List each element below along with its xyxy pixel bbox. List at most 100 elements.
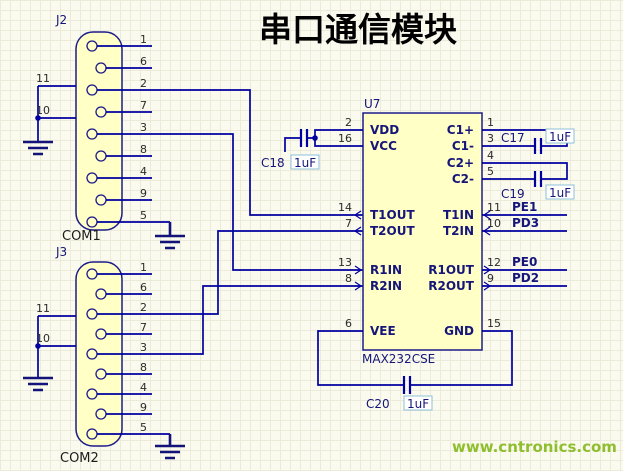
value-box (290, 154, 320, 170)
capacitor-c17: C17 1uF (482, 128, 575, 154)
pin-number: 6 (140, 55, 147, 68)
pin-number: 11 (36, 302, 50, 315)
pin-number: 1 (140, 33, 147, 46)
ic-pin-name: R2IN (370, 279, 402, 293)
value-box (545, 128, 575, 144)
ic-pin-name: T2OUT (370, 224, 415, 238)
connector-j2-name: COM1 (62, 229, 101, 244)
ic-ref: U7 (364, 97, 380, 111)
capacitor-ref: C19 (501, 187, 525, 201)
capacitor-value: 1uF (549, 186, 571, 200)
capacitor-plates (533, 171, 543, 187)
pin-number: 3 (140, 121, 147, 134)
junction-dot (312, 135, 318, 141)
pin-number: 6 (140, 281, 147, 294)
ic-pin-number: 10 (487, 217, 501, 230)
ic-u7: U7 MAX232CSE VDD VCC T1OUT T2OUT R1IN R2… (338, 97, 501, 366)
ic-pin-number: 11 (487, 201, 501, 214)
pin-number: 1 (140, 261, 147, 274)
ic-pin-name: VCC (370, 139, 397, 153)
connector-j2-ref: J2 (55, 13, 67, 27)
pin-number: 8 (140, 361, 147, 374)
ic-right-pin-numbers: 1 3 4 5 11 10 12 9 15 (487, 116, 501, 330)
pin-number: 7 (140, 99, 147, 112)
ground-symbol (155, 434, 185, 460)
capacitor-plates (402, 376, 412, 394)
ic-pin-number: 2 (345, 116, 352, 129)
ic-pin-name: R1OUT (428, 263, 475, 277)
pin-number: 9 (140, 401, 147, 414)
connector-j3: J3 1 6 2 7 3 8 4 9 5 11 10 COM2 (23, 245, 185, 466)
ic-pin-number: 15 (487, 317, 501, 330)
ground-symbol (23, 140, 53, 156)
wire-j2-to-ic (152, 89, 363, 271)
pin-number: 5 (140, 421, 147, 434)
net-wires: PE1 PD3 PE0 PD2 (482, 200, 567, 287)
db9-pin-lines (97, 45, 170, 223)
j3-left-wires (37, 315, 76, 377)
connector-j2: J2 1 6 2 7 3 8 4 9 5 11 10 COM1 (23, 13, 185, 250)
ic-pin-number: 8 (345, 272, 352, 285)
pin-number: 2 (140, 77, 147, 90)
ic-pin-name: T2IN (443, 224, 474, 238)
ic-pin-name: VDD (370, 123, 399, 137)
pin-number: 7 (140, 321, 147, 334)
ic-pin-name: T1OUT (370, 208, 415, 222)
ic-pin-number: 13 (338, 256, 352, 269)
net-label-pe1: PE1 (512, 200, 537, 214)
ic-pin-number: 14 (338, 201, 352, 214)
ic-pin-number: 4 (487, 149, 494, 162)
ic-pin-number: 12 (487, 256, 501, 269)
ground-symbol (23, 376, 53, 392)
db9-pin-numbers: 1 6 2 7 3 8 4 9 5 (140, 261, 147, 434)
c19-wires (482, 162, 568, 180)
ic-left-pin-names: VDD VCC T1OUT T2OUT R1IN R2IN VEE (370, 123, 415, 338)
net-wire-lines (482, 214, 567, 287)
db9-pin-numbers: 1 6 2 7 3 8 4 9 5 (140, 33, 147, 222)
watermark: www.cntronics.com (452, 438, 617, 456)
ic-pin-number: 16 (338, 132, 352, 145)
j2-left-wires (37, 85, 76, 141)
ic-pin-name: C1- (452, 139, 474, 153)
ic-pin-number: 3 (487, 132, 494, 145)
capacitor-c19: C19 1uF (482, 162, 575, 201)
capacitor-plates (533, 138, 543, 154)
ic-pin-name: GND (444, 324, 474, 338)
capacitor-value: 1uF (294, 156, 316, 170)
pin-number: 10 (36, 332, 50, 345)
ic-pin-name: C2+ (447, 156, 474, 170)
capacitor-c18: C18 1uF (261, 129, 363, 170)
ic-body (362, 112, 483, 351)
ic-pin-name: T1IN (443, 208, 474, 222)
capacitor-c20: C20 1uF (317, 330, 513, 411)
pin-number: 4 (140, 381, 147, 394)
ic-pin-number: 1 (487, 116, 494, 129)
pin-number: 11 (36, 72, 50, 85)
ic-pin-name: R2OUT (428, 279, 475, 293)
ic-right-pin-names: C1+ C1- C2+ C2- T1IN T2IN R1OUT R2OUT GN… (428, 123, 475, 338)
capacitor-value: 1uF (549, 130, 571, 144)
ic-pin-name: VEE (370, 324, 396, 338)
junction-dot (35, 343, 41, 349)
pin-number: 3 (140, 341, 147, 354)
pin-number: 10 (36, 104, 50, 117)
ic-pin-number: 7 (345, 217, 352, 230)
capacitor-value: 1uF (407, 397, 429, 411)
value-box (403, 395, 433, 411)
pin-number: 2 (140, 301, 147, 314)
capacitor-ref: C20 (366, 397, 390, 411)
ic-pin-number: 6 (345, 317, 352, 330)
capacitor-ref: C18 (261, 156, 285, 170)
net-label-pd2: PD2 (512, 271, 539, 285)
pin-number: 5 (140, 209, 147, 222)
schematic-title: 串口通信模块 (259, 10, 457, 49)
capacitor-plates (299, 129, 309, 147)
pin-number: 4 (140, 165, 147, 178)
connector-j3-name: COM2 (60, 451, 99, 466)
ic-pin-number: 5 (487, 165, 494, 178)
connector-j3-ref: J3 (55, 245, 67, 259)
ic-left-pin-numbers: 2 16 14 7 13 8 6 (338, 116, 352, 330)
pin-number: 8 (140, 143, 147, 156)
